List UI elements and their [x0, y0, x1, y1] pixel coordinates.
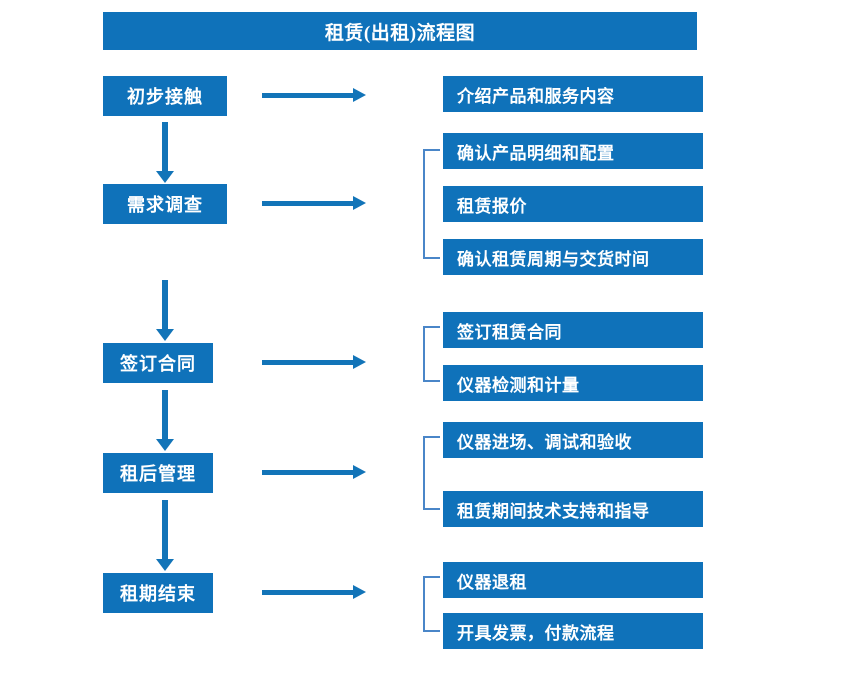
stage-box-3[interactable]: 签订合同 — [103, 343, 213, 383]
stage-box-4[interactable]: 租后管理 — [103, 453, 213, 493]
group-bracket-3 — [423, 436, 440, 510]
detail-box-7-label: 仪器进场、调试和验收 — [457, 432, 632, 452]
down-arrow-icon-4 — [156, 500, 174, 571]
right-arrow-icon-3 — [262, 355, 366, 369]
detail-box-9[interactable]: 仪器退租 — [443, 562, 703, 598]
group-bracket-4 — [423, 576, 440, 632]
stage-box-5-label: 租期结束 — [120, 584, 196, 604]
stage-box-2[interactable]: 需求调查 — [103, 184, 227, 224]
detail-box-2-label: 确认产品明细和配置 — [457, 143, 615, 163]
group-bracket-1 — [423, 149, 440, 259]
group-bracket-2 — [423, 326, 440, 382]
stage-box-4-label: 租后管理 — [120, 464, 196, 484]
down-arrow-icon-1 — [156, 122, 174, 183]
page-title: 租赁(出租)流程图 — [103, 12, 697, 50]
stage-box-2-label: 需求调查 — [127, 195, 203, 215]
detail-box-8-label: 租赁期间技术支持和指导 — [457, 501, 650, 521]
stage-box-1[interactable]: 初步接触 — [103, 76, 227, 116]
down-arrow-icon-3 — [156, 390, 174, 451]
detail-box-6-label: 仪器检测和计量 — [457, 375, 580, 395]
stage-box-1-label: 初步接触 — [127, 87, 203, 107]
detail-box-8[interactable]: 租赁期间技术支持和指导 — [443, 491, 703, 527]
detail-box-5-label: 签订租赁合同 — [457, 322, 562, 342]
detail-box-1[interactable]: 介绍产品和服务内容 — [443, 76, 703, 112]
right-arrow-icon-5 — [262, 585, 366, 599]
stage-box-5[interactable]: 租期结束 — [103, 573, 213, 613]
detail-box-2[interactable]: 确认产品明细和配置 — [443, 133, 703, 169]
right-arrow-icon-4 — [262, 465, 366, 479]
detail-box-10[interactable]: 开具发票，付款流程 — [443, 613, 703, 649]
detail-box-5[interactable]: 签订租赁合同 — [443, 312, 703, 348]
detail-box-7[interactable]: 仪器进场、调试和验收 — [443, 422, 703, 458]
down-arrow-icon-2 — [156, 280, 174, 341]
detail-box-10-label: 开具发票，付款流程 — [457, 623, 615, 643]
right-arrow-icon-2 — [262, 196, 366, 210]
detail-box-3-label: 租赁报价 — [457, 196, 527, 216]
detail-box-9-label: 仪器退租 — [457, 572, 527, 592]
detail-box-4[interactable]: 确认租赁周期与交货时间 — [443, 239, 703, 275]
detail-box-1-label: 介绍产品和服务内容 — [457, 86, 615, 106]
right-arrow-icon-1 — [262, 88, 366, 102]
stage-box-3-label: 签订合同 — [120, 354, 196, 374]
detail-box-4-label: 确认租赁周期与交货时间 — [457, 249, 650, 269]
detail-box-6[interactable]: 仪器检测和计量 — [443, 365, 703, 401]
detail-box-3[interactable]: 租赁报价 — [443, 186, 703, 222]
